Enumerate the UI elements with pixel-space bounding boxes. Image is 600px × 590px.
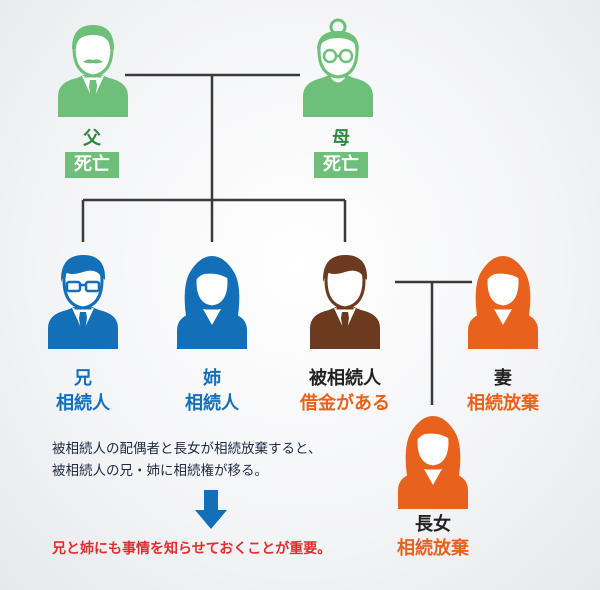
mother-relation-label: 母	[332, 128, 350, 149]
decedent-relation-label: 被相続人	[309, 368, 381, 389]
daughter-relation-label: 長女	[415, 514, 451, 535]
wife-status-label: 相続放棄	[467, 393, 539, 414]
down-arrow-icon	[195, 490, 227, 529]
note-line-1: 被相続人の配偶者と長女が相続放棄すると、	[52, 441, 322, 457]
father-status-badge: 死亡	[65, 152, 119, 178]
sister-status-label: 相続人	[185, 393, 239, 414]
important-note: 兄と姉にも事情を知らせておくことが重要。	[52, 541, 332, 557]
note-line-2: 被相続人の兄・姉に相続権が移る。	[52, 463, 268, 479]
mother-status-badge: 死亡	[314, 152, 368, 178]
woman-icon	[468, 256, 538, 349]
woman-icon	[398, 416, 468, 509]
decedent-status-label: 借金がある	[300, 393, 390, 414]
daughter-status-label: 相続放棄	[397, 538, 469, 559]
brother-status-label: 相続人	[56, 393, 110, 414]
brother-relation-label: 兄	[74, 368, 92, 389]
sister-relation-label: 姉	[203, 368, 221, 389]
man-icon	[310, 254, 380, 349]
man-glasses-icon	[48, 254, 118, 349]
elderly-woman-icon	[303, 18, 373, 117]
woman-icon	[177, 256, 247, 349]
elderly-man-icon	[58, 25, 128, 117]
father-relation-label: 父	[83, 128, 101, 149]
wife-relation-label: 妻	[494, 368, 512, 389]
